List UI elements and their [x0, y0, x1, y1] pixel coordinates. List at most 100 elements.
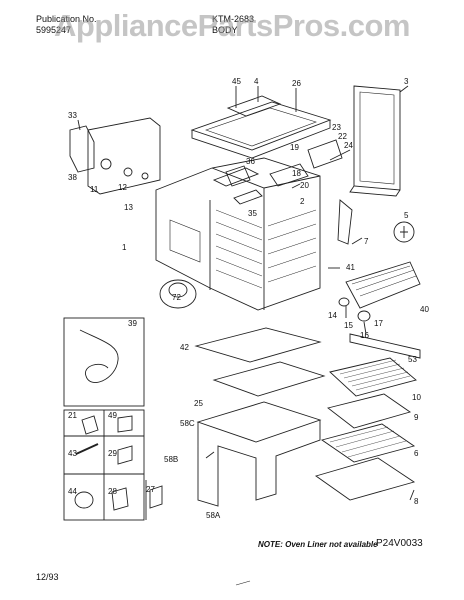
control-knob-12: [123, 167, 133, 177]
part-callout-33: 33: [68, 111, 77, 120]
power-cord: [79, 329, 119, 383]
part-25-panel: [212, 361, 326, 397]
part-callout-49: 49: [108, 411, 117, 420]
revision-date: 12/93: [36, 572, 59, 582]
part-callout-23: 23: [332, 123, 341, 132]
part-callout-40: 40: [420, 305, 429, 314]
part-callout-58c: 58C: [180, 419, 195, 428]
part-9-pan: [326, 393, 412, 429]
part-5-screw: [400, 226, 408, 238]
part-callout-21: 21: [68, 411, 77, 420]
part-callout-10: 10: [412, 393, 421, 402]
oven-cavity-ribs: [215, 209, 317, 289]
leader-24: [329, 149, 351, 161]
part-callout-53: 53: [408, 355, 417, 364]
part-53-rail: [349, 333, 421, 359]
publication-label: Publication No.: [36, 14, 97, 24]
part-39-box: [63, 317, 145, 407]
part-callout-35: 35: [248, 209, 257, 218]
leader-33: [77, 119, 81, 131]
part-callout-26: 26: [292, 79, 301, 88]
part-21-clip: [81, 415, 99, 435]
leader-20: [291, 183, 301, 189]
part-28-bracket: [111, 487, 129, 511]
part-callout-8: 8: [414, 497, 419, 506]
part-callout-11: 11: [90, 185, 99, 194]
part-callout-27: 27: [146, 485, 155, 494]
back-control-panel: [87, 117, 161, 195]
part-callout-17: 17: [374, 319, 383, 328]
part-callout-13: 13: [124, 203, 133, 212]
part-callout-16: 16: [360, 331, 369, 340]
part-72-circle: [159, 279, 197, 309]
part-10-mesh: [339, 359, 411, 391]
part-40-ribs: [351, 265, 417, 297]
part-7-bracket: [337, 199, 353, 245]
part-33-bracket: [69, 125, 95, 173]
part-6-rack: [320, 423, 416, 463]
leader-58b: [205, 451, 215, 459]
part-callout-38: 38: [68, 173, 77, 182]
leader-8: [409, 489, 415, 501]
part-callout-12: 12: [118, 183, 127, 192]
side-wall-cutout: [169, 219, 201, 263]
part-callout-44: 44: [68, 487, 77, 496]
part-callout-4: 4: [254, 77, 259, 86]
side-panel-3: [353, 85, 401, 191]
burner-box-side: [191, 120, 331, 159]
part-callout-3: 3: [404, 77, 409, 86]
part-callout-20: 20: [300, 181, 309, 190]
part-callout-18: 18: [292, 169, 301, 178]
watermark-logo: AppliancePartsPros.com: [54, 8, 410, 43]
part-callout-5: 5: [404, 211, 409, 220]
part-10-grill: [329, 357, 417, 397]
part-callout-39: 39: [128, 319, 137, 328]
part-callout-28: 28: [108, 487, 117, 496]
part-callout-36: 36: [246, 157, 255, 166]
part-44-knob: [74, 491, 94, 509]
part-2-bracket: [212, 167, 260, 187]
part-17: [357, 310, 371, 322]
part-49-bracket: [117, 415, 133, 433]
part-callout-9: 9: [414, 413, 419, 422]
part-callout-45: 45: [232, 77, 241, 86]
section-title: BODY: [212, 25, 238, 35]
part-callout-22: 22: [338, 132, 347, 141]
model-number: KTM-2683: [212, 14, 255, 24]
part-8-rack: [314, 457, 416, 501]
leader-3: [399, 85, 409, 93]
part-5-circle: [393, 221, 415, 243]
part-callout-42: 42: [180, 343, 189, 352]
control-knob-13: [141, 172, 149, 180]
side-panel-3-inner: [359, 91, 395, 185]
side-panel-3-flange: [349, 185, 401, 197]
part-callout-58a: 58A: [206, 511, 221, 520]
part-callout-15: 15: [344, 321, 353, 330]
part-callout-29: 29: [108, 449, 117, 458]
oven-body-outline: [155, 157, 321, 311]
part-callout-14: 14: [328, 311, 337, 320]
part-58a-insulation: [197, 420, 321, 507]
part-callout-43: 43: [68, 449, 77, 458]
part-callout-7: 7: [364, 237, 369, 246]
part-19-valve: [269, 163, 309, 187]
part-callout-41: 41: [346, 263, 355, 272]
small-parts-grid-lines: [64, 410, 144, 520]
part-callout-72: 72: [172, 293, 181, 302]
part-callout-58b: 58B: [164, 455, 178, 464]
part-58c-insulation-top: [196, 401, 322, 443]
oven-liner-note: NOTE: Oven Liner not available: [258, 540, 378, 549]
part-callout-25: 25: [194, 399, 203, 408]
part-callout-19: 19: [290, 143, 299, 152]
part-29-clip: [117, 445, 133, 465]
leader-16: [363, 321, 367, 335]
part-43-screw: [75, 443, 99, 455]
part-36-switch: [225, 165, 251, 187]
diagram-code: P24V0033: [376, 538, 423, 549]
part-callout-2: 2: [300, 197, 305, 206]
control-knob-38: [100, 158, 112, 170]
part-4-bracket: [226, 95, 282, 117]
leader-7: [351, 237, 363, 245]
